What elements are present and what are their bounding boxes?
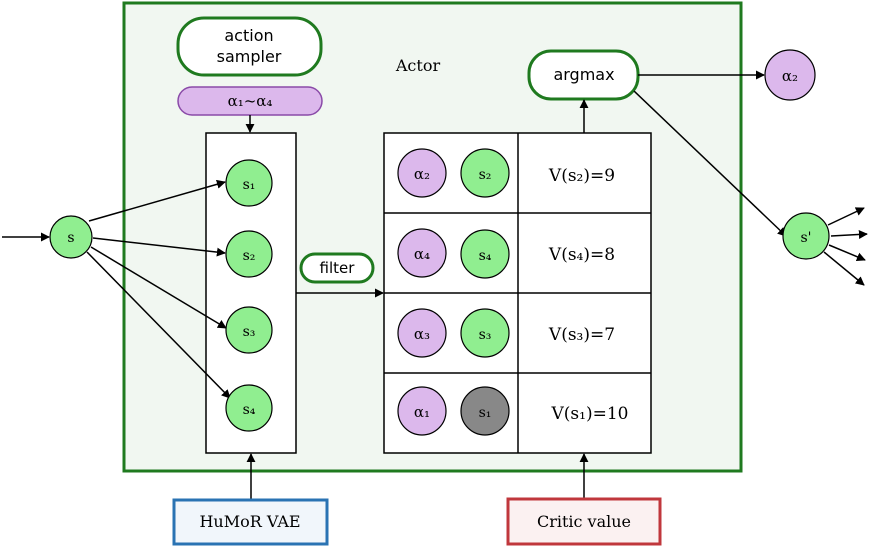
row-state-node	[460, 229, 510, 279]
candidate-state-label: s₃	[243, 324, 256, 340]
humor-vae-box	[172, 498, 329, 546]
row-state-label: s₃	[479, 327, 492, 343]
humor-vae-label: HuMoR VAE	[199, 512, 300, 531]
selected-action-node	[764, 49, 816, 101]
row-action-node	[397, 228, 447, 278]
candidate-state-label: s₄	[243, 402, 256, 418]
next-state-label: s'	[800, 230, 811, 246]
next-state-node	[782, 212, 830, 260]
candidate-state-node	[225, 384, 273, 432]
candidate-state-label: s₁	[243, 177, 256, 193]
candidate-state-node	[225, 159, 273, 207]
row-state-label: s₁	[479, 405, 492, 421]
row-action-label: α₃	[414, 325, 430, 343]
row-action-label: α₂	[414, 165, 430, 183]
row-value-label: V(s₂)=9	[548, 166, 615, 186]
arrow-s-to-s2	[92, 237, 226, 257]
row-state-label: s₂	[479, 167, 492, 183]
filter-box	[299, 252, 375, 284]
action-sampler-line2: sampler	[217, 47, 282, 66]
arrow-s-to-s3	[90, 246, 227, 329]
arrow-s-to-s4	[86, 251, 231, 399]
action-sampler-line1: action	[224, 26, 273, 45]
input-state-label: s	[67, 230, 74, 246]
candidate-state-label: s₂	[243, 248, 256, 264]
actor-label: Actor	[395, 56, 441, 75]
arrow-next-state-out	[828, 244, 866, 262]
critic-value-box	[506, 497, 662, 546]
candidate-state-node	[225, 230, 273, 278]
candidate-state-node	[225, 306, 273, 354]
selected-action-label: α₂	[782, 67, 798, 85]
row-state-label: s₄	[479, 248, 492, 264]
filter-label: filter	[320, 259, 356, 277]
row-value-label: V(s₁)=10	[551, 404, 629, 424]
arrow-s-to-s1	[88, 179, 226, 222]
action-range-label: α₁~α₄	[228, 92, 273, 110]
row-state-node	[460, 308, 510, 358]
arrow-next-state-out	[823, 251, 865, 286]
row-state-node-filtered	[460, 386, 510, 436]
input-state-node	[49, 215, 93, 259]
row-state-node	[460, 148, 510, 198]
argmax-label: argmax	[553, 65, 614, 84]
row-action-node	[397, 308, 447, 358]
arrow-argmax-to-next-state	[633, 90, 787, 237]
action-sampler-box	[176, 16, 323, 77]
row-action-node	[397, 148, 447, 198]
row-action-node	[397, 386, 447, 436]
row-value-label: V(s₄)=8	[548, 245, 615, 265]
arrow-next-state-out	[827, 207, 865, 226]
row-action-label: α₄	[414, 245, 430, 263]
row-action-label: α₁	[414, 403, 430, 421]
critic-value-label: Critic value	[537, 512, 631, 531]
arrow-next-state-out	[830, 229, 868, 239]
row-value-label: V(s₃)=7	[548, 325, 615, 345]
